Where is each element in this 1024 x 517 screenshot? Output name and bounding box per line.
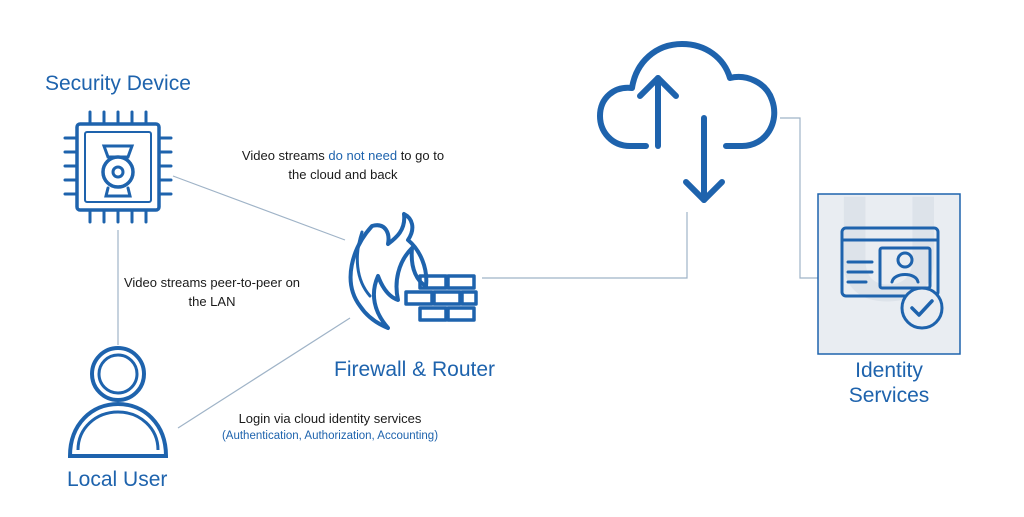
firewall-router-label: Firewall & Router [334,358,496,381]
note-text: Video streams [241,148,329,163]
user-icon [67,346,169,458]
security-device-label: Security Device [45,72,191,95]
note-text: to go to [397,148,445,163]
firewall-flame-icon [348,212,478,330]
local-user-label: Local User [67,468,168,491]
connector-cloud-identity [780,117,818,279]
note-line: Video streams peer-to-peer on [123,275,301,290]
id-card-check-icon [840,226,944,330]
connector-firewall-cloud [482,212,688,279]
identity-services-panel: U [817,164,961,355]
note-line: the cloud and back [288,167,398,182]
note-line: the LAN [188,294,236,309]
camera-chip-icon [63,110,173,224]
identity-services-label-line1: Identity [855,359,923,382]
note-user-to-firewall: Login via cloud identity services (Authe… [210,409,450,445]
connector-device-firewall [172,175,346,241]
identity-services-label: Identity Services [818,358,960,408]
note-line: Video streams do not need to go to [228,146,458,165]
note-line-accent: (Authentication, Authorization, Accounti… [221,430,439,442]
note-line: Login via cloud identity services [238,411,422,426]
identity-services-label-line2: Services [848,384,930,407]
cloud-upload-download-icon [597,41,778,203]
connector-user-firewall [177,317,351,429]
note-device-to-firewall: Video streams do not need to go to the c… [228,146,458,184]
note-device-to-user: Video streams peer-to-peer on the LAN [118,273,306,311]
note-highlight: do not need [328,148,398,163]
